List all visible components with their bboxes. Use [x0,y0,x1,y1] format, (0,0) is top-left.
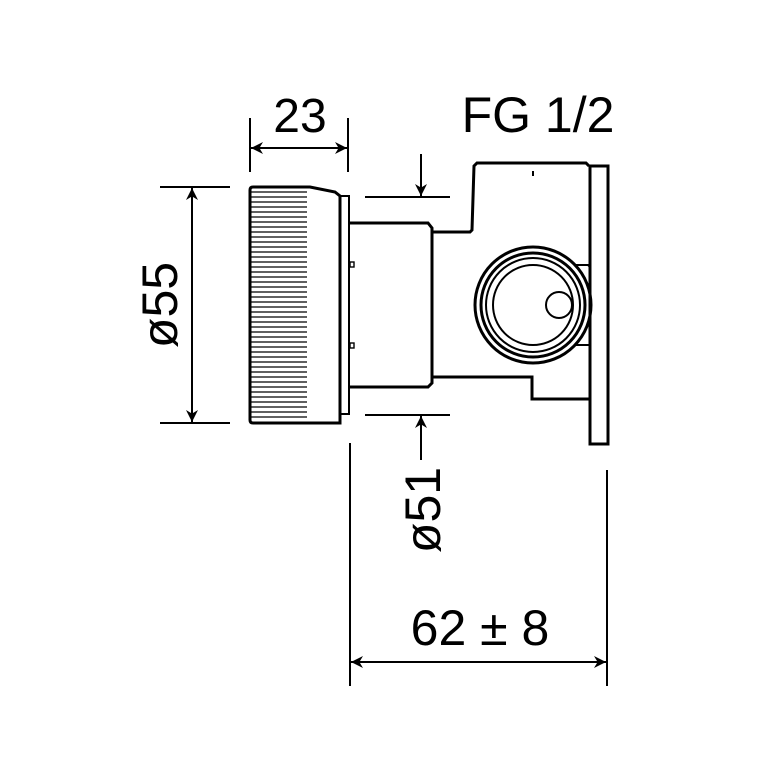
knob-knurling [251,191,307,418]
dimension-62: 62 ± 8 [349,443,608,686]
mounting-plate [588,164,610,446]
valve-body [432,161,610,446]
dim-installation-depth-label: 62 ± 8 [411,600,550,656]
dimension-23: 23 [249,90,349,172]
pin-hole [545,291,573,319]
knob [248,185,355,425]
dim-body-diameter-label: ø51 [395,467,451,553]
outlet-bore [492,264,574,346]
nub-bottom [349,342,355,349]
dim-knob-diameter-label: ø55 [132,262,188,348]
dimension-d55: ø55 [132,186,230,424]
thread-label: FG 1/2 [462,87,615,143]
outlet-ring-outer [473,245,593,365]
dim-knob-depth-label: 23 [273,90,326,143]
sleeve-cylinder [350,221,434,389]
nub-top [349,261,355,268]
dimension-d51: ø51 [365,154,451,553]
